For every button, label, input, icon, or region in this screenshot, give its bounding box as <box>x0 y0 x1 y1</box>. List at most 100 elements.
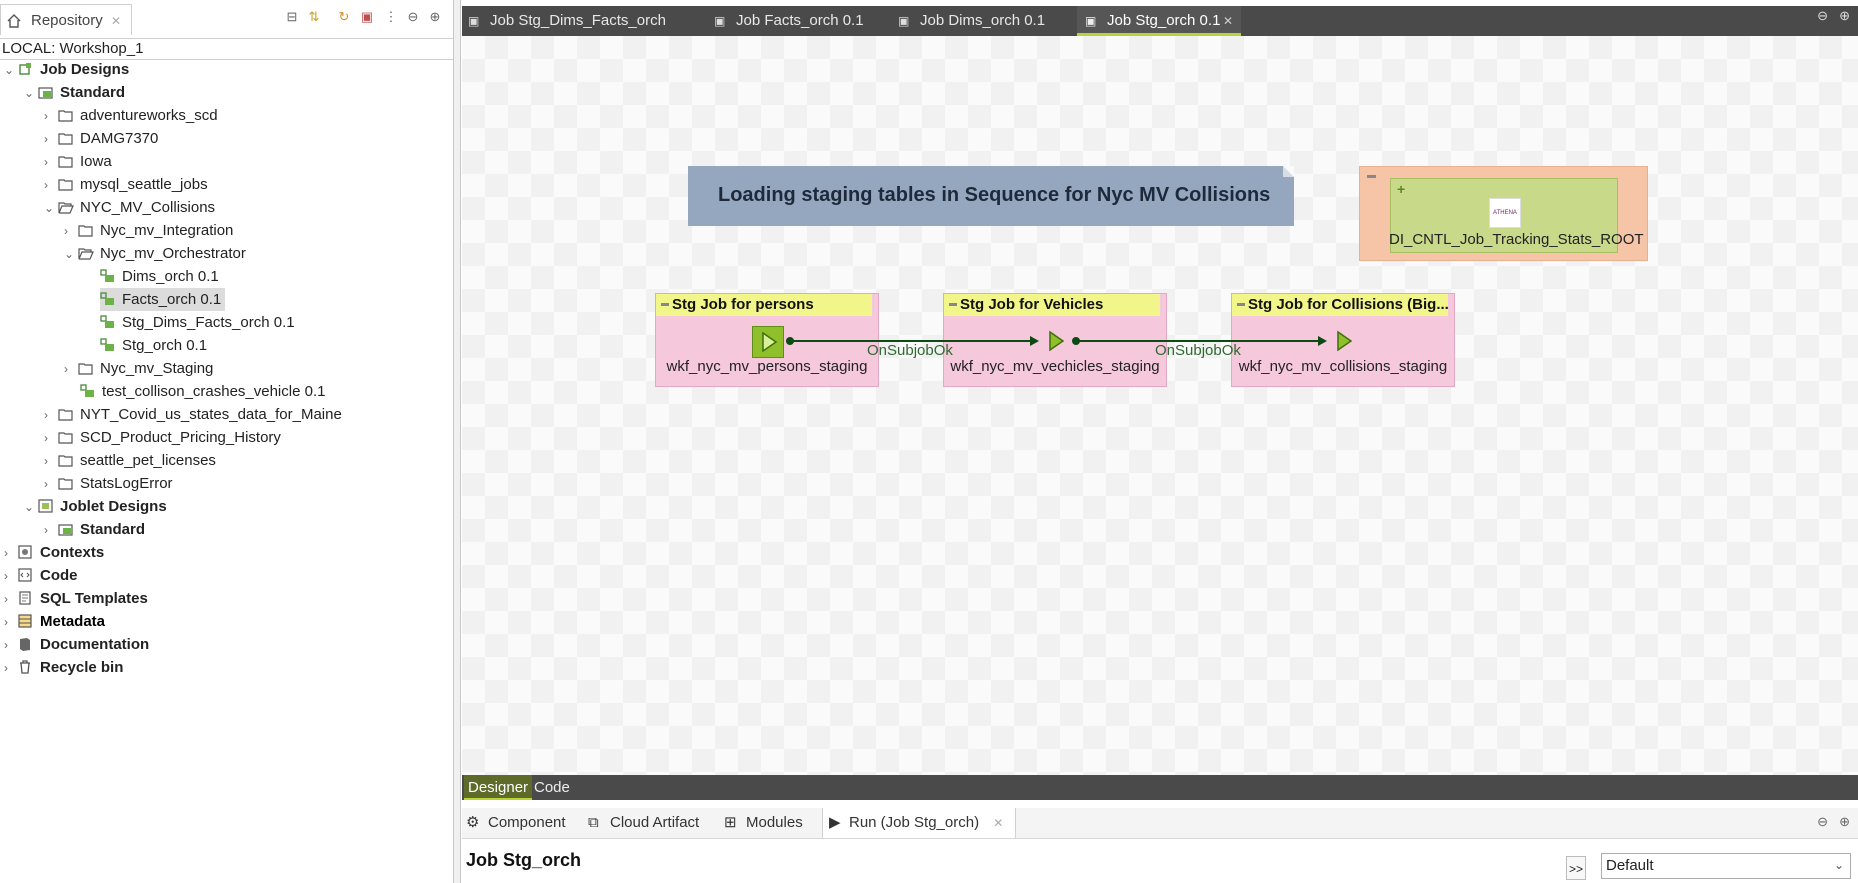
chevron-right-icon[interactable]: › <box>64 224 68 238</box>
designer-canvas[interactable] <box>462 36 1858 775</box>
tree-item-job[interactable]: Stg_Dims_Facts_orch 0.1 <box>100 311 295 334</box>
tree-item-sql-templates[interactable]: ›SQL Templates <box>4 587 148 610</box>
chevron-right-icon[interactable]: › <box>4 569 8 583</box>
link-label[interactable]: OnSubjobOk <box>1155 342 1241 359</box>
collapse-all-icon[interactable]: ⊟ <box>286 9 298 24</box>
chevron-down-icon[interactable]: ⌄ <box>4 63 15 77</box>
tree-item-folder[interactable]: ›Iowa <box>44 150 112 173</box>
link-label[interactable]: OnSubjobOk <box>867 342 953 359</box>
tree-item-job-designs[interactable]: ⌄Job Designs <box>4 58 129 81</box>
chevron-right-icon[interactable]: › <box>44 523 48 537</box>
chevron-right-icon[interactable]: › <box>44 132 48 146</box>
chevron-right-icon[interactable]: › <box>44 178 48 192</box>
maximize-icon[interactable]: ⊕ <box>1839 8 1850 23</box>
filter-icon[interactable]: ⇅ <box>308 9 320 24</box>
tree-item-recycle-bin[interactable]: ›Recycle bin <box>4 656 123 679</box>
context-select[interactable]: Default ⌄ <box>1601 853 1851 879</box>
collapse-icon[interactable] <box>1237 303 1245 306</box>
job-icon: ▣ <box>468 14 480 28</box>
chevron-down-icon[interactable]: ⌄ <box>44 201 55 215</box>
tab-cloud-artifact[interactable]: ⧉Cloud Artifact <box>588 808 699 838</box>
maximize-icon[interactable]: ⊕ <box>1839 814 1850 829</box>
view-menu-icon[interactable]: ▣ <box>360 9 374 24</box>
note-box[interactable]: Loading staging tables in Sequence for N… <box>688 166 1294 226</box>
tree-item-metadata[interactable]: ›Metadata <box>4 610 105 633</box>
collapse-icon[interactable] <box>661 303 669 306</box>
run-job-icon[interactable] <box>1328 326 1358 356</box>
chevron-down-icon[interactable]: ⌄ <box>24 500 35 514</box>
tab-run[interactable]: ▶ Run (Job Stg_orch) ✕ <box>822 808 1017 838</box>
tab-job-dims-orch[interactable]: ▣Job Dims_orch 0.1 <box>898 6 1048 36</box>
collapse-icon[interactable] <box>949 303 957 306</box>
chevron-right-icon[interactable]: › <box>44 454 48 468</box>
tree-item-contexts[interactable]: ›Contexts <box>4 541 104 564</box>
tree-item-folder[interactable]: ›Nyc_mv_Staging <box>64 357 213 380</box>
tab-job-facts-orch[interactable]: ▣Job Facts_orch 0.1 <box>714 6 864 36</box>
close-icon[interactable]: ✕ <box>1223 14 1234 28</box>
joblet-designs-icon <box>38 497 56 513</box>
run-job-icon[interactable] <box>1040 326 1070 356</box>
chevron-right-icon[interactable]: › <box>44 477 48 491</box>
maximize-icon[interactable]: ⊕ <box>429 9 441 24</box>
tree-item-folder[interactable]: › NYT_Covid_us_states_data_for_Maine <box>44 403 342 426</box>
tree-item-job[interactable]: Dims_orch 0.1 <box>100 265 219 288</box>
close-icon[interactable]: ✕ <box>993 816 1004 830</box>
tree-item-joblet-designs[interactable]: ⌄Joblet Designs <box>24 495 167 518</box>
tab-job-stg-orch[interactable]: ▣Job Stg_orch 0.1 ✕ <box>1077 6 1241 36</box>
chevron-right-icon[interactable]: › <box>44 431 48 445</box>
chevron-right-icon[interactable]: › <box>4 592 8 606</box>
tree-item-job[interactable]: Stg_orch 0.1 <box>100 334 207 357</box>
tab-job-stg-dims-facts-orch[interactable]: ▣Job Stg_Dims_Facts_orch 0.1 <box>468 6 680 59</box>
cloud-artifact-icon: ⧉ <box>588 814 599 831</box>
tree-item-folder[interactable]: ⌄NYC_MV_Collisions <box>44 196 215 219</box>
minimize-icon[interactable]: ⊖ <box>1817 814 1828 829</box>
panel-splitter[interactable] <box>453 0 461 883</box>
root-component-area[interactable]: + ATHENA DI_CNTL_Job_Tracking_Stats_ROOT <box>1389 178 1644 253</box>
tab-component[interactable]: ⚙Component <box>466 808 566 838</box>
tree-item-folder[interactable]: ›Nyc_mv_Integration <box>64 219 233 242</box>
chevron-right-icon[interactable]: › <box>4 661 8 675</box>
tree-item-folder[interactable]: ›adventureworks_scd <box>44 104 218 127</box>
collapse-icon[interactable] <box>1367 175 1376 178</box>
tree-item-label: NYT_Covid_us_states_data_for_Maine <box>80 406 342 423</box>
tree-item-standard[interactable]: ›Standard <box>44 518 145 541</box>
more-icon[interactable]: ⋮ <box>384 9 398 24</box>
tree-item-folder[interactable]: ›mysql_seattle_jobs <box>44 173 208 196</box>
close-icon[interactable]: ✕ <box>111 14 122 28</box>
tree-item-code[interactable]: ›Code <box>4 564 78 587</box>
chevron-right-icon[interactable]: › <box>4 615 8 629</box>
chevron-right-icon[interactable]: › <box>4 546 8 560</box>
expand-icon[interactable]: + <box>1397 181 1406 197</box>
job-icon <box>100 336 118 351</box>
tab-modules[interactable]: ⊞Modules <box>724 808 803 838</box>
tree-item-standard[interactable]: ⌄Standard <box>24 81 125 104</box>
chevron-right-icon[interactable]: › <box>4 638 8 652</box>
tree-item-job[interactable]: test_collison_crashes_vehicle 0.1 <box>80 380 325 403</box>
tree-item-folder[interactable]: ⌄Nyc_mv_Orchestrator <box>64 242 246 265</box>
tree-item-folder[interactable]: ›DAMG7370 <box>44 127 158 150</box>
tab-code[interactable]: Code <box>534 779 570 796</box>
designer-code-tabs: Designer Code <box>462 775 1858 800</box>
chevron-right-icon[interactable]: › <box>44 408 48 422</box>
run-icon: ▶ <box>829 814 841 831</box>
chevron-right-icon[interactable]: › <box>44 155 48 169</box>
tree-item-label: Stg_orch 0.1 <box>122 337 208 354</box>
tab-designer[interactable]: Designer <box>464 775 533 800</box>
refresh-icon[interactable]: ↻ <box>338 9 350 24</box>
tree-item-folder[interactable]: ›SCD_Product_Pricing_History <box>44 426 281 449</box>
tree-item-job[interactable]: Facts_orch 0.1 <box>100 288 226 311</box>
tree-item-documentation[interactable]: ›Documentation <box>4 633 149 656</box>
chevron-right-icon[interactable]: › <box>44 109 48 123</box>
chevron-down-icon[interactable]: ⌄ <box>64 247 75 261</box>
chevron-down-icon[interactable]: ⌄ <box>24 86 35 100</box>
more-button[interactable]: >> <box>1566 856 1586 880</box>
minimize-icon[interactable]: ⊖ <box>1817 8 1828 23</box>
repository-tab[interactable]: Repository ✕ <box>0 4 132 35</box>
folder-icon <box>78 359 96 375</box>
tree-item-folder[interactable]: ›StatsLogError <box>44 472 173 495</box>
run-job-icon[interactable] <box>752 326 784 358</box>
chevron-right-icon[interactable]: › <box>64 362 68 376</box>
tab-label: Run (Job Stg_orch) <box>849 814 980 831</box>
minimize-icon[interactable]: ⊖ <box>407 9 419 24</box>
tree-item-folder[interactable]: ›seattle_pet_licenses <box>44 449 216 472</box>
